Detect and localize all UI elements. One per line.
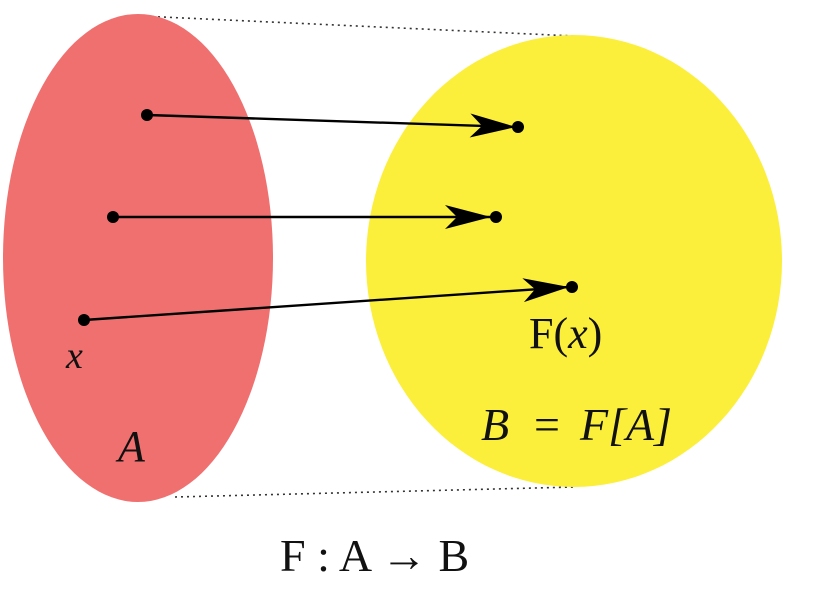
image-label-suffix: )	[588, 309, 603, 358]
domain-point-1	[141, 109, 153, 121]
top-dotted-line	[139, 15, 575, 37]
set-a-ellipse	[3, 14, 273, 502]
image-fx-label: F(x)	[529, 309, 602, 358]
set-b-label: B	[481, 399, 509, 450]
domain-point-2	[107, 211, 119, 223]
bottom-dotted-line	[174, 486, 576, 498]
element-x-label: x	[65, 335, 83, 377]
mapping-arrow-3	[83, 278, 570, 322]
set-b-circle	[366, 35, 782, 487]
set-b-equals: =	[534, 399, 560, 450]
set-a-label: A	[115, 422, 146, 471]
mapping-arrow-1	[146, 113, 517, 138]
set-b-image-expression: F[A]	[579, 399, 672, 450]
domain-point-x	[78, 314, 90, 326]
image-point-fx	[566, 281, 578, 293]
image-point-1	[512, 121, 524, 133]
image-label-prefix: F(	[529, 309, 568, 358]
image-label-var: x	[567, 309, 588, 358]
mapping-notation: F : A → B	[280, 530, 469, 581]
image-point-2	[490, 211, 502, 223]
